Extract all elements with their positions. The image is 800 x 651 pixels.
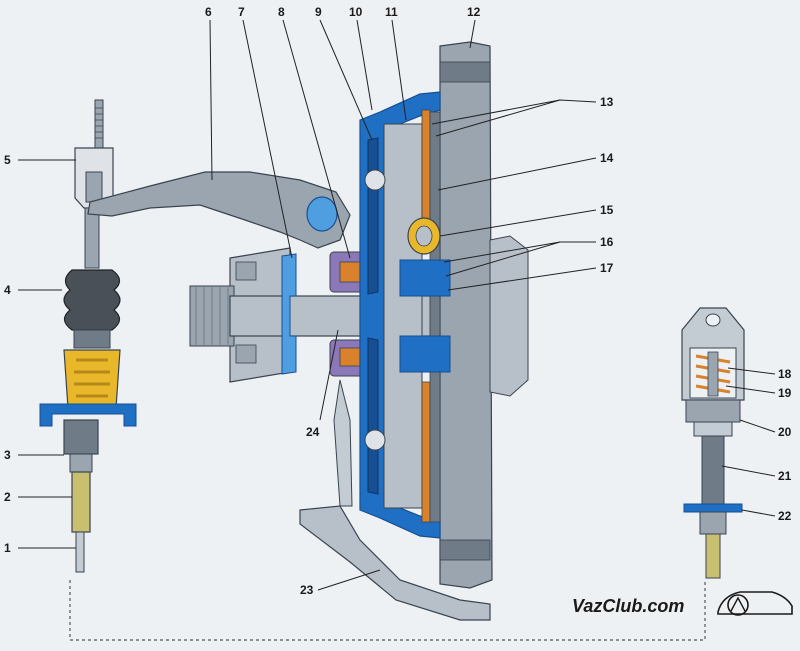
- driven-disc: [429, 111, 441, 523]
- label-20: 20: [778, 425, 792, 439]
- guide-sleeve: [281, 253, 297, 375]
- label-6: 6: [205, 5, 212, 19]
- release-fork-lever: [87, 171, 351, 249]
- cable-dashed-line: [69, 580, 706, 641]
- label-13: 13: [600, 95, 614, 109]
- clutch-bell-housing: [299, 505, 491, 621]
- label-12: 12: [467, 5, 481, 19]
- flywheel: [439, 41, 493, 589]
- pressure-plate: [383, 123, 423, 509]
- cover-rivet-upper: [364, 169, 386, 191]
- cable-assembly-left: [39, 99, 137, 573]
- car-logo-icon: [717, 591, 793, 616]
- label-24: 24: [306, 425, 320, 439]
- label-18: 18: [778, 367, 792, 381]
- adjuster-rod: [701, 435, 725, 507]
- adjusting-nut: [63, 419, 99, 455]
- label-7: 7: [238, 5, 245, 19]
- label-8: 8: [278, 5, 285, 19]
- label-21: 21: [778, 469, 792, 483]
- label-5: 5: [4, 153, 11, 167]
- disc-hub: [399, 259, 451, 297]
- mounting-flange: [39, 403, 137, 427]
- adjuster-washer: [683, 503, 743, 513]
- fork-pivot: [306, 196, 338, 232]
- label-15: 15: [600, 203, 614, 217]
- protective-boot: [63, 269, 121, 331]
- clutch-cross-section: [299, 41, 529, 621]
- cable-sheath: [71, 471, 91, 533]
- label-16: 16: [600, 235, 614, 249]
- cable-rod: [84, 207, 100, 269]
- cover-rivet-lower: [364, 429, 386, 451]
- brand-watermark: VazClub.com: [572, 591, 793, 616]
- inner-cable: [75, 531, 85, 573]
- label-19: 19: [778, 386, 792, 400]
- label-17: 17: [600, 261, 614, 275]
- label-4: 4: [4, 283, 11, 297]
- label-3: 3: [4, 448, 11, 462]
- label-23: 23: [300, 583, 314, 597]
- label-2: 2: [4, 490, 11, 504]
- label-14: 14: [600, 151, 614, 165]
- leader-lines: [18, 19, 776, 591]
- cable-adjuster-right: [681, 307, 745, 579]
- label-9: 9: [315, 5, 322, 19]
- friction-lining-lower: [421, 381, 431, 523]
- label-22: 22: [778, 509, 792, 523]
- label-10: 10: [349, 5, 363, 19]
- brand-text: VazClub.com: [572, 596, 684, 616]
- label-1: 1: [4, 541, 11, 555]
- label-11: 11: [385, 5, 398, 19]
- adjuster-sleeve: [685, 399, 741, 423]
- part-labels: 1 2 3 4 5 6 7 8 9 10 11 12 13 14 15 16 1…: [4, 5, 792, 597]
